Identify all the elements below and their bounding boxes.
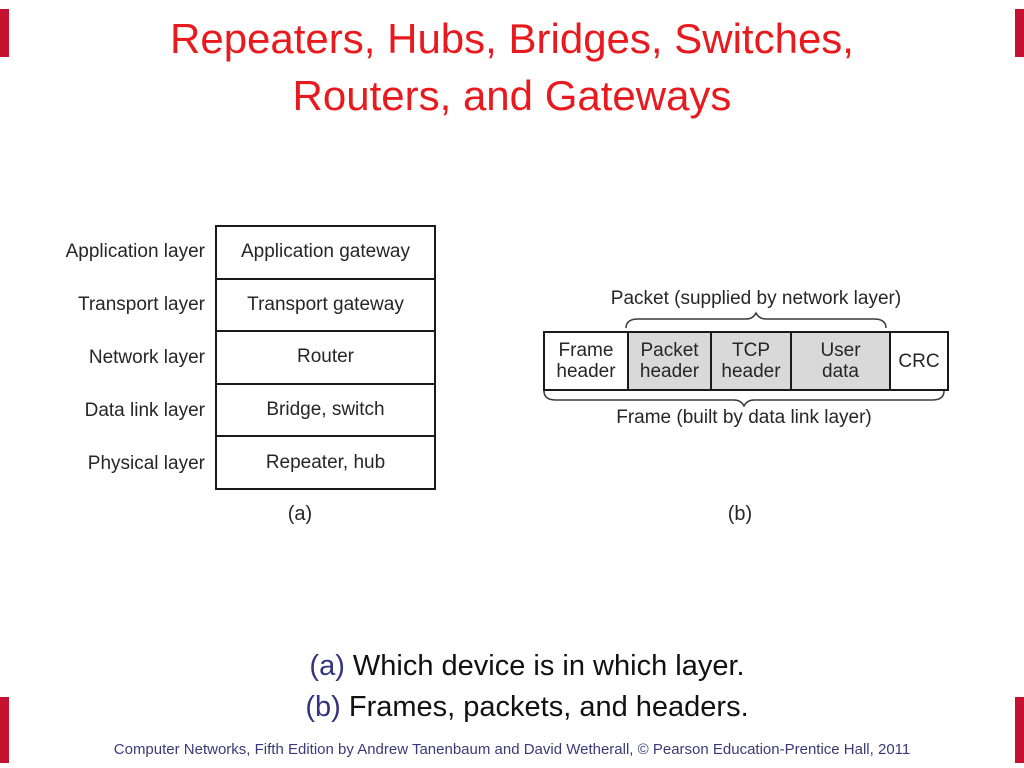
device-cell: Application gateway: [217, 227, 434, 280]
cell-label-line2: data: [822, 361, 859, 382]
edge-accent-bar-top-left: [0, 9, 9, 57]
cell-label-line1: TCP: [732, 340, 770, 361]
frame-header-cell: Frame header: [545, 333, 627, 389]
slide-title-line2: Routers, and Gateways: [292, 72, 732, 119]
figure-a-device-box: Application gateway Transport gateway Ro…: [215, 225, 436, 490]
frame-structure-row: Frame header Packet header TCP header Us…: [543, 331, 949, 391]
slide-title-line1: Repeaters, Hubs, Bridges, Switches,: [170, 15, 854, 62]
cell-label-line2: header: [721, 361, 781, 382]
caption-line-a: (a) Which device is in which layer.: [30, 646, 1024, 687]
figure-b-caption: (b): [727, 503, 753, 525]
frame-brace-icon: [543, 390, 945, 408]
edge-accent-bar-top-right: [1015, 9, 1024, 57]
cell-label-line1: CRC: [898, 350, 940, 372]
layer-label: Data link layer: [84, 399, 205, 421]
device-cell: Repeater, hub: [265, 451, 386, 473]
layer-label: Physical layer: [87, 452, 205, 474]
packet-header-cell: Packet header: [627, 333, 710, 389]
packet-brace-icon: [625, 311, 887, 329]
packet-brace-label: Packet (supplied by network layer): [610, 288, 902, 309]
device-cell: Bridge, switch: [217, 385, 434, 438]
cell-label-line2: header: [556, 361, 616, 382]
caption-a-text: Which device is in which layer.: [344, 650, 745, 682]
attribution-footer: Computer Networks, Fifth Edition by Andr…: [113, 741, 911, 758]
figure-a-caption: (a): [287, 503, 313, 525]
cell-label-line1: Frame: [558, 340, 614, 361]
slide-captions: (a) Which device is in which layer. (b) …: [0, 646, 1024, 728]
cell-label-line2: header: [639, 361, 700, 382]
cell-label-line1: User: [820, 340, 861, 361]
frame-brace-label: Frame (built by data link layer): [616, 407, 872, 428]
figure-a-layer-labels: Application layer Transport layer Networ…: [40, 225, 205, 490]
caption-b-prefix: (b): [305, 691, 341, 723]
edge-accent-bar-bottom-right: [1015, 697, 1024, 763]
device-cell: Router: [217, 332, 434, 385]
cell-label-line1: Packet: [640, 340, 699, 361]
device-cell: Transport gateway: [217, 280, 434, 333]
edge-accent-bar-bottom-left: [0, 697, 9, 763]
caption-b-text: Frames, packets, and headers.: [340, 691, 749, 723]
crc-cell: CRC: [889, 333, 947, 389]
layer-label: Network layer: [88, 346, 205, 368]
slide-title: Repeaters, Hubs, Bridges, Switches, Rout…: [0, 10, 1024, 124]
user-data-cell: User data: [790, 333, 889, 389]
caption-a-prefix: (a): [309, 650, 345, 682]
caption-line-b: (b) Frames, packets, and headers.: [30, 687, 1024, 728]
tcp-header-cell: TCP header: [710, 333, 790, 389]
layer-label: Transport layer: [77, 293, 205, 315]
layer-label: Application layer: [65, 240, 205, 262]
